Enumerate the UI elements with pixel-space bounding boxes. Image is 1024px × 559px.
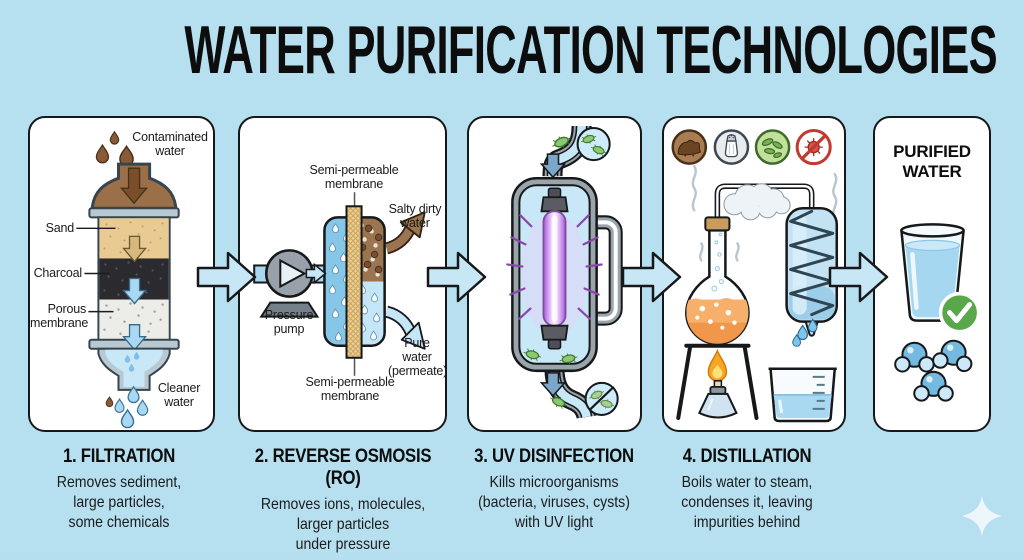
caption-reverse-osmosis-description: Removes ions, molecules, larger particle…: [260, 496, 426, 553]
cork-stopper: [704, 216, 731, 232]
purified-water-heading: PURIFIED WATER: [893, 142, 971, 182]
water-molecule-icon: [894, 341, 935, 373]
panel-filtration: Contaminated water Sand Charcoal Porous …: [28, 116, 215, 432]
steam-cloud-icon: [723, 183, 791, 221]
reverse-osmosis-illustration: [253, 192, 426, 376]
label-lines: [76, 227, 116, 313]
uv-disinfection-illustration: [506, 125, 623, 419]
caption-uv-disinfection: 3. UV DISINFECTION Kills microorganisms …: [470, 446, 639, 532]
water-molecule-icon: [913, 370, 954, 402]
caption-uv-disinfection-title: 3. UV DISINFECTION: [474, 446, 634, 467]
distillation-illustration: [671, 129, 839, 423]
filtration-illustration: [76, 131, 180, 429]
flask-icon: [685, 216, 750, 345]
water-molecule-icon: [931, 337, 976, 374]
label-salty-dirty-water: Salty dirty water: [388, 202, 442, 230]
inlet-flow-arrow-icon: [539, 153, 567, 179]
label-cleaner-water: Cleaner water: [157, 381, 201, 409]
microbes-icon: [754, 129, 791, 165]
bacteria-magnified-icon: [576, 127, 611, 162]
flow-arrow-icon: [426, 251, 487, 303]
purified-water-illustration: [894, 223, 981, 402]
burner-icon: [697, 348, 738, 419]
salt-icon: [713, 129, 750, 165]
flow-arrow-icon: [196, 251, 257, 303]
pipe-flow-arrow-icon: [305, 262, 327, 285]
outlet-flow-arrow-icon: [539, 372, 567, 398]
label-sand: Sand: [45, 221, 75, 235]
caption-uv-disinfection-description: Kills microorganisms (bacteria, viruses,…: [478, 474, 630, 531]
pure-water-arrow-icon: [384, 305, 426, 350]
panel-purified-water: PURIFIED WATER: [873, 116, 991, 432]
bypass-pipe: [593, 215, 623, 326]
flow-arrow-icon: [621, 251, 682, 303]
outlet-pipe: [544, 368, 597, 419]
filter-column-icon: [88, 162, 180, 391]
label-pure-water-text: Pure water: [402, 336, 432, 364]
steam-wisps: [691, 164, 838, 262]
salty-water-arrow-icon: [384, 211, 426, 255]
sparkle-icon: [962, 496, 1002, 536]
page-title: WATER PURIFICATION TECHNOLOGIES: [184, 12, 997, 88]
caption-filtration-description: Removes sediment, large particles, some …: [56, 474, 182, 531]
caption-reverse-osmosis-title: 2. REVERSE OSMOSIS (RO): [254, 446, 432, 489]
pressure-pump-icon: [259, 249, 320, 318]
uv-rays: [506, 214, 603, 320]
sediment-icon: [671, 129, 708, 165]
caption-distillation: 4. DISTILLATION Boils water to steam, co…: [663, 446, 832, 532]
membrane-strip-icon: [345, 205, 363, 359]
checkmark-icon: [938, 291, 981, 334]
label-porous-membrane: Porous membrane: [30, 302, 89, 330]
label-charcoal: Charcoal: [33, 266, 83, 280]
caption-distillation-description: Boils water to steam, condenses it, leav…: [681, 474, 813, 531]
no-virus-icon: [795, 129, 832, 166]
caption-filtration: 1. FILTRATION Removes sediment, large pa…: [22, 446, 216, 532]
uv-lamp-icon: [540, 187, 569, 350]
label-membrane-top: Semi-permeable membrane: [309, 163, 399, 191]
label-permeate: (permeate): [388, 364, 448, 378]
label-contaminated-water: Contaminated water: [132, 130, 208, 158]
panel-uv-disinfection: [467, 116, 642, 432]
label-pressure-pump: Pressure pump: [264, 308, 314, 336]
cleaner-drops-icon: [105, 386, 149, 429]
flow-arrow-icon: [828, 251, 889, 303]
tripod-stand: [676, 343, 759, 420]
caption-distillation-title: 4. DISTILLATION: [682, 446, 812, 467]
beaker-icon: [768, 367, 837, 423]
label-pure-water: Pure water (permeate): [388, 336, 448, 378]
panel-reverse-osmosis: Semi-permeable membrane Salty dirty wate…: [238, 116, 447, 432]
dead-bacteria-magnified-icon: [584, 381, 619, 416]
caption-filtration-title: 1. FILTRATION: [62, 446, 176, 467]
water-glass-icon: [900, 223, 965, 322]
caption-reverse-osmosis: 2. REVERSE OSMOSIS (RO) Removes ions, mo…: [249, 446, 437, 554]
label-membrane-bottom: Semi-permeable membrane: [305, 375, 395, 403]
panel-distillation: [662, 116, 846, 432]
